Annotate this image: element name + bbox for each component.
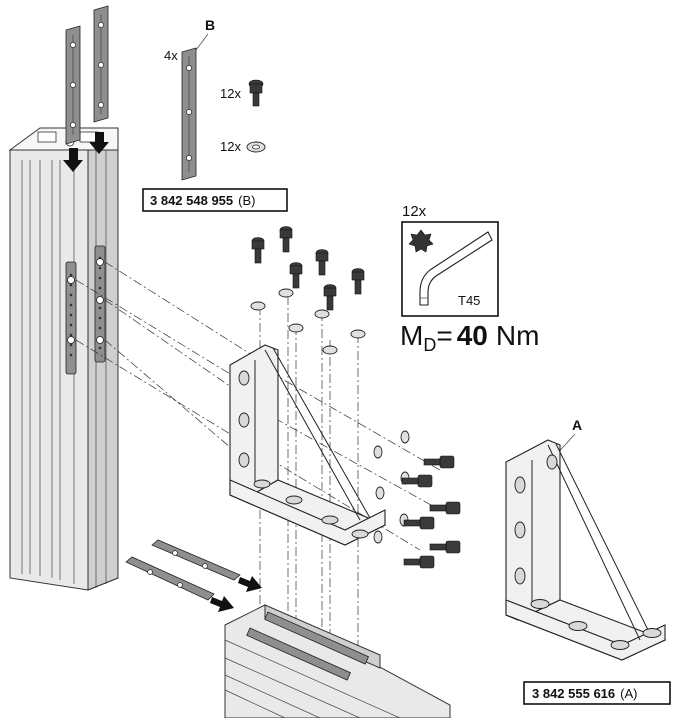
insert-strip-left [65,25,81,145]
tool-group: 12x T45 [401,203,499,317]
tool-label: T45 [458,293,480,308]
torque-unit: Nm [496,320,540,351]
insert-arrow-right-icon [89,132,109,154]
bracket-detail [505,439,667,661]
top-washers [250,288,366,355]
insert-arrow-left-icon [63,148,83,172]
torque-value: 40 [457,320,488,351]
bracket-exploded [229,344,387,546]
screw-qty: 12x [220,86,241,101]
part-a-letter: A [572,417,582,433]
side-screws [401,455,461,569]
part-a-group: A 3 842 555 616(A) [505,417,671,705]
lower-strips [125,539,241,601]
torque-symbol: M [400,320,423,351]
torque-subscript: D [423,335,436,355]
tool-qty: 12x [402,203,427,220]
vertical-profile [8,127,119,591]
slide-arrow-lower-icon [210,596,234,612]
screw-icon [351,268,365,295]
side-washers [373,430,410,544]
part-b-number: 3 842 548 955(B) [150,193,255,208]
washer-qty: 12x [220,139,241,154]
part-b-number-box [142,188,288,212]
torque-spec: MD=40 Nm [400,320,539,355]
screw-icon [429,501,461,515]
screw-icon [423,455,455,469]
torx-key-icon [419,231,493,306]
screw-icon [403,516,435,530]
screw-icon [323,284,337,311]
part-a-number-box [523,681,671,705]
part-b-qty: 4x [164,48,178,63]
screw-icon [403,555,435,569]
torx-icon [408,229,434,253]
screw-icon [248,79,264,107]
part-b-group: B 4x 12x 12x 3 842 548 955(B) [142,17,288,212]
screw-icon [279,226,293,253]
screw-icon [251,237,265,264]
top-screws [251,226,365,311]
screw-icon [429,540,461,554]
base-profile [224,604,451,718]
insert-strip-right [93,5,109,123]
part-a-number: 3 842 555 616(A) [532,686,637,701]
part-b-letter: B [205,17,215,33]
screw-icon [401,474,433,488]
screw-icon [315,249,329,276]
torque-equals: = [436,320,452,351]
slide-arrow-upper-icon [238,576,262,592]
screw-icon [289,262,303,289]
washer-icon [246,141,266,153]
